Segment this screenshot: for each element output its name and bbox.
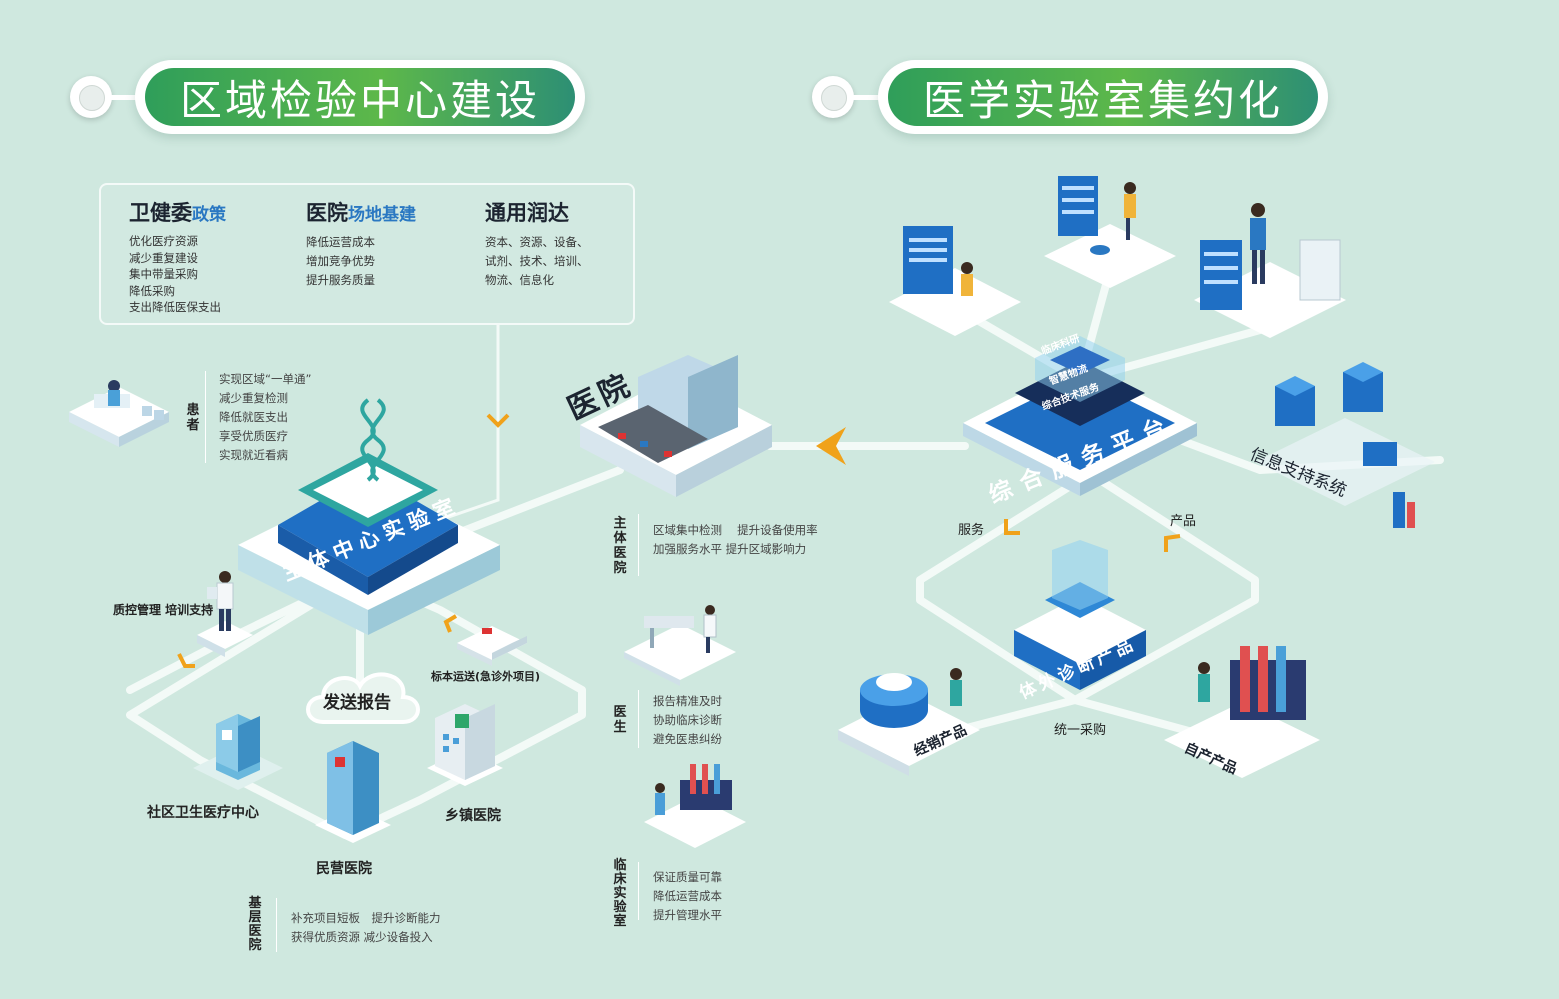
benefit-line: 加强服务水平 提升区域影响力 bbox=[653, 542, 807, 556]
monitor-station-icon bbox=[889, 226, 1021, 336]
patient-benefits: 实现区域“一单通” 减少重复检测 降低就医支出 享受优质医疗 实现就近看病 bbox=[219, 370, 311, 465]
title-knob bbox=[70, 76, 112, 118]
benefit-line: 获得优质资源 减少设备投入 bbox=[291, 930, 433, 944]
arrow-icon bbox=[443, 614, 458, 633]
arrow-icon bbox=[1164, 534, 1181, 552]
benefit-line: 区域集中检测 提升设备使用率 bbox=[653, 523, 818, 537]
ivd-product-icon bbox=[1014, 540, 1146, 690]
benefit-line: 避免医患纠纷 bbox=[653, 732, 722, 746]
benefit-line: 补充项目短板 提升诊断能力 bbox=[291, 911, 441, 925]
qc-label: 质控管理 培训支持 bbox=[113, 603, 214, 617]
info-line: 减少重复建设 bbox=[129, 250, 198, 265]
divider bbox=[638, 514, 639, 576]
right-title-pill: 医学实验室集约化 bbox=[878, 60, 1328, 134]
private-hospital-building-icon bbox=[315, 741, 391, 843]
clinical-lab-benefits: 保证质量可靠 降低运营成本 提升管理水平 bbox=[653, 868, 722, 925]
stakeholder-info-box: 卫健委政策 优化医疗资源 减少重复建设 集中带量采购 降低采购 支出降低医保支出… bbox=[99, 183, 635, 325]
sample-transport-label: 标本运送(急诊外项目) bbox=[431, 670, 541, 683]
hospital-campus-icon bbox=[580, 355, 772, 497]
left-title: 区域检验中心建设 bbox=[145, 68, 575, 126]
info-line: 试剂、技术、培训、 bbox=[485, 254, 589, 268]
info-col-tongyong: 通用润达 资本、资源、设备、 试剂、技术、培训、 物流、信息化 bbox=[485, 197, 589, 290]
title-knob bbox=[812, 76, 854, 118]
right-title: 医学实验室集约化 bbox=[888, 68, 1318, 126]
divider bbox=[205, 371, 206, 463]
info-head-accent: 场地基建 bbox=[348, 205, 416, 225]
info-line: 集中带量采购 bbox=[129, 267, 198, 281]
benefit-line: 协助临床诊断 bbox=[653, 713, 722, 727]
info-head-main: 医院 bbox=[306, 201, 348, 225]
info-head-main: 通用润达 bbox=[485, 201, 569, 225]
info-lines: 降低运营成本 增加竞争优势 提升服务质量 bbox=[306, 233, 416, 290]
doctor-icon bbox=[197, 571, 253, 657]
grassroots-label: 基层医院 bbox=[248, 896, 262, 953]
arrow-left-icon bbox=[816, 427, 846, 465]
info-col-health-commission: 卫健委政策 优化医疗资源 减少重复建设 集中带量采购 降低采购 支出降低医保支出 bbox=[129, 197, 226, 316]
benefit-line: 实现就近看病 bbox=[219, 448, 288, 462]
info-head-accent: 政策 bbox=[192, 205, 226, 225]
arrow-icon bbox=[177, 653, 195, 668]
info-lines: 资本、资源、设备、 试剂、技术、培训、 物流、信息化 bbox=[485, 233, 589, 290]
doctor-label: 医生 bbox=[613, 705, 627, 735]
info-lines: 优化医疗资源 减少重复建设 集中带量采购 降低采购 支出降低医保支出 bbox=[129, 233, 226, 316]
township-hospital-building-icon bbox=[427, 704, 503, 786]
doctor-benefits: 报告精准及时 协助临床诊断 避免医患纠纷 bbox=[653, 692, 722, 749]
benefit-line: 享受优质医疗 bbox=[219, 429, 288, 443]
arrow-down-icon bbox=[486, 413, 510, 428]
info-line: 支出降低医保支出 bbox=[129, 300, 221, 314]
ambulance-icon bbox=[457, 626, 527, 666]
info-line: 物流、信息化 bbox=[485, 273, 554, 287]
info-line: 提升服务质量 bbox=[306, 273, 375, 287]
info-line: 资本、资源、设备、 bbox=[485, 235, 589, 249]
private-hospital-label: 民营医院 bbox=[316, 861, 372, 877]
info-line: 降低采购 bbox=[129, 283, 175, 298]
info-line: 增加竞争优势 bbox=[306, 254, 375, 268]
divider bbox=[638, 862, 639, 920]
info-col-hospital: 医院场地基建 降低运营成本 增加竞争优势 提升服务质量 bbox=[306, 197, 416, 290]
left-title-block: 区域检验中心建设 bbox=[70, 60, 590, 134]
divider bbox=[276, 898, 277, 952]
test-tube-rack-icon bbox=[644, 764, 746, 848]
customer-node-icon bbox=[1194, 203, 1346, 338]
unified-purchase-label: 统一采购 bbox=[1054, 723, 1107, 738]
main-hospital-label: 主体医院 bbox=[613, 516, 627, 576]
service-label: 服务 bbox=[958, 523, 985, 538]
info-line: 降低运营成本 bbox=[306, 235, 375, 249]
patient-label: 患者 bbox=[186, 403, 200, 433]
info-line: 优化医疗资源 bbox=[129, 234, 198, 248]
own-product-rack-icon bbox=[1164, 646, 1320, 778]
info-head-main: 卫健委 bbox=[129, 201, 192, 225]
divider bbox=[638, 690, 639, 748]
benefit-line: 提升管理水平 bbox=[653, 908, 722, 922]
left-title-pill: 区域检验中心建设 bbox=[135, 60, 585, 134]
benefit-line: 报告精准及时 bbox=[653, 694, 722, 708]
main-hospital-benefits: 区域集中检测 提升设备使用率 加强服务水平 提升区域影响力 bbox=[653, 521, 818, 559]
clinical-lab-label: 临床实验室 bbox=[613, 858, 627, 929]
community-center-building-icon bbox=[193, 714, 283, 790]
benefit-line: 减少重复检测 bbox=[219, 391, 288, 405]
benefit-line: 降低就医支出 bbox=[219, 410, 288, 424]
info-head: 卫健委政策 bbox=[129, 197, 226, 227]
server-stack-icon bbox=[1255, 362, 1435, 528]
product-label: 产品 bbox=[1170, 514, 1197, 529]
right-title-block: 医学实验室集约化 bbox=[812, 60, 1332, 134]
info-head: 医院场地基建 bbox=[306, 197, 416, 227]
central-lab-building-icon bbox=[238, 398, 500, 635]
service-platform-icon bbox=[963, 336, 1197, 496]
arrow-icon bbox=[1004, 519, 1020, 535]
patient-bed-icon bbox=[69, 380, 169, 447]
send-report-label: 发送报告 bbox=[323, 693, 391, 713]
cloud-icon bbox=[306, 672, 420, 724]
township-hospital-label: 乡镇医院 bbox=[445, 808, 501, 824]
analyzer-machine-icon bbox=[838, 668, 980, 776]
community-center-label: 社区卫生医疗中心 bbox=[147, 805, 259, 821]
grassroots-benefits: 补充项目短板 提升诊断能力 获得优质资源 减少设备投入 bbox=[291, 909, 441, 947]
planning-node-icon bbox=[1044, 176, 1176, 288]
benefit-line: 保证质量可靠 bbox=[653, 870, 722, 884]
doctor-bed-icon bbox=[624, 605, 736, 686]
benefit-line: 降低运营成本 bbox=[653, 889, 722, 903]
benefit-line: 实现区域“一单通” bbox=[219, 372, 312, 386]
